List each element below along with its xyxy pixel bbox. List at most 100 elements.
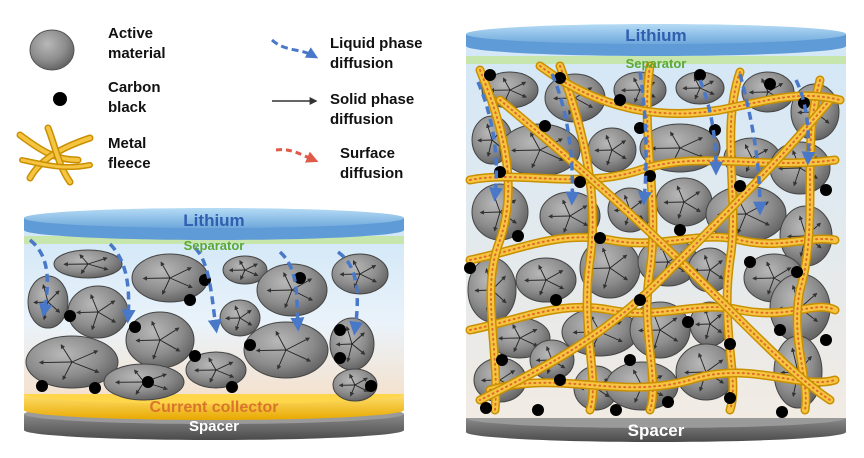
carbon-black-particle xyxy=(464,262,476,274)
carbon-black-particle xyxy=(89,382,101,394)
active-material-particle xyxy=(331,253,389,295)
liquid-phase-arrow xyxy=(193,246,222,334)
solid-phase-arrow xyxy=(633,77,641,91)
solid-phase-arrow xyxy=(683,191,701,203)
legend-metal-fleece-line1: Metal xyxy=(108,135,146,152)
legend-carbon-black-line1: Carbon xyxy=(108,79,161,96)
carbon-black-particle xyxy=(496,354,508,366)
metal-fleece-icon xyxy=(16,124,94,186)
legend-active-material: Active material xyxy=(29,25,166,71)
solid-phase-arrow xyxy=(745,144,753,159)
solid-phase-arrow xyxy=(91,311,99,331)
solid-phase-arrow xyxy=(97,300,116,313)
carbon-black-particle xyxy=(550,294,562,306)
surface-diffusion-dots xyxy=(479,99,831,401)
liquid-phase-arrow xyxy=(738,73,767,216)
carbon-black-particle xyxy=(334,324,346,336)
solid-phase-arrow xyxy=(284,289,293,309)
solid-phase-arrow xyxy=(704,308,711,325)
legend-metal-fleece-line2: fleece xyxy=(108,155,151,172)
carbon-black-particle xyxy=(554,374,566,386)
solid-phase-arrow xyxy=(530,132,541,151)
carbon-black-particle xyxy=(512,230,524,242)
right-metal-fleece xyxy=(465,61,845,415)
solid-phase-arrow xyxy=(208,357,217,371)
carbon-black-particle xyxy=(484,69,496,81)
solid-phase-arrow xyxy=(699,87,715,95)
solid-phase-arrow xyxy=(159,327,180,341)
surface-diffusion-dots xyxy=(646,65,654,411)
solid-phase-arrow xyxy=(169,277,193,289)
solid-phase-arrow xyxy=(285,349,312,362)
solid-phase-arrow xyxy=(354,377,368,386)
solid-phase-arrow xyxy=(531,149,541,169)
carbon-black-particle xyxy=(682,316,694,328)
solid-phase-arrow xyxy=(359,273,377,283)
solid-phase-arrow xyxy=(235,317,241,331)
solid-phase-arrow xyxy=(209,369,217,383)
right-carbon-black xyxy=(464,69,832,418)
carbon-black-particle xyxy=(539,120,551,132)
carbon-black-particle xyxy=(36,380,48,392)
solid-phase-arrow xyxy=(135,338,161,343)
solid-phase-arrow xyxy=(87,263,109,271)
carbon-black-particle xyxy=(791,266,803,278)
solid-phase-arrow xyxy=(767,277,775,295)
carbon-black-particle xyxy=(532,404,544,416)
active-material-particle xyxy=(256,263,328,317)
solid-phase-arrow xyxy=(161,277,171,295)
active-material-particle xyxy=(499,123,581,177)
carbon-black-particle xyxy=(574,176,586,188)
solid-phase-arrow xyxy=(538,264,547,281)
legend-active-material-line1: Active xyxy=(108,25,153,42)
legend-liquid-phase-line2: diffusion xyxy=(330,55,393,72)
surface-diffusion-dots xyxy=(489,372,836,391)
active-material-particle xyxy=(53,249,123,279)
solid-phase-arrow xyxy=(793,167,801,187)
legend-surface-line2: diffusion xyxy=(340,165,403,182)
solid-phase-arrow xyxy=(38,360,73,365)
solid-phase-arrow xyxy=(698,352,707,373)
carbon-black-particle xyxy=(662,396,674,408)
carbon-black-particle xyxy=(142,376,154,388)
legend-metal-fleece: Metal fleece xyxy=(16,124,151,186)
carbon-black-particle xyxy=(480,402,492,414)
carbon-black-particle xyxy=(820,184,832,196)
solid-phase-arrow xyxy=(244,269,259,277)
right-separator xyxy=(466,56,846,64)
solid-phase-arrow xyxy=(659,317,678,331)
solid-phase-arrow xyxy=(773,267,792,279)
liquid-phase-arrow xyxy=(108,242,136,324)
carbon-black-particle xyxy=(776,406,788,418)
right-lithium-disk xyxy=(466,24,846,56)
solid-phase-arrow xyxy=(502,77,511,91)
solid-phase-arrow xyxy=(354,384,369,392)
carbon-black-particle xyxy=(674,224,686,236)
liquid-phase-arrow xyxy=(336,250,364,336)
active-material-particle xyxy=(125,311,195,369)
active-material-particle xyxy=(222,255,268,285)
right-lithium-label: Lithium xyxy=(625,26,686,45)
solid-phase-arrow xyxy=(679,137,703,149)
carbon-black-particle xyxy=(724,392,736,404)
solid-phase-arrow xyxy=(152,339,161,360)
solid-phase-arrow xyxy=(539,149,564,161)
legend-carbon-black-line2: black xyxy=(108,99,147,116)
carbon-black-icon xyxy=(53,92,67,106)
solid-phase-arrow xyxy=(569,215,589,226)
carbon-black-particle xyxy=(614,94,626,106)
solid-phase-arrow xyxy=(160,261,171,279)
solid-phase-arrow xyxy=(359,265,377,275)
carbon-black-particle xyxy=(334,352,346,364)
solid-phase-arrow xyxy=(634,89,641,103)
solid-phase-arrow xyxy=(786,234,807,239)
solid-phase-arrow xyxy=(486,123,493,141)
legend-surface: Surface diffusion xyxy=(275,145,403,182)
solid-phase-arrow xyxy=(499,370,516,381)
solid-phase-arrow xyxy=(569,205,588,217)
solid-phase-arrow xyxy=(275,330,287,351)
solid-phase-arrow xyxy=(683,201,701,212)
left-current-collector-label: Current collector xyxy=(150,399,279,416)
solid-phase-arrow xyxy=(285,337,311,351)
